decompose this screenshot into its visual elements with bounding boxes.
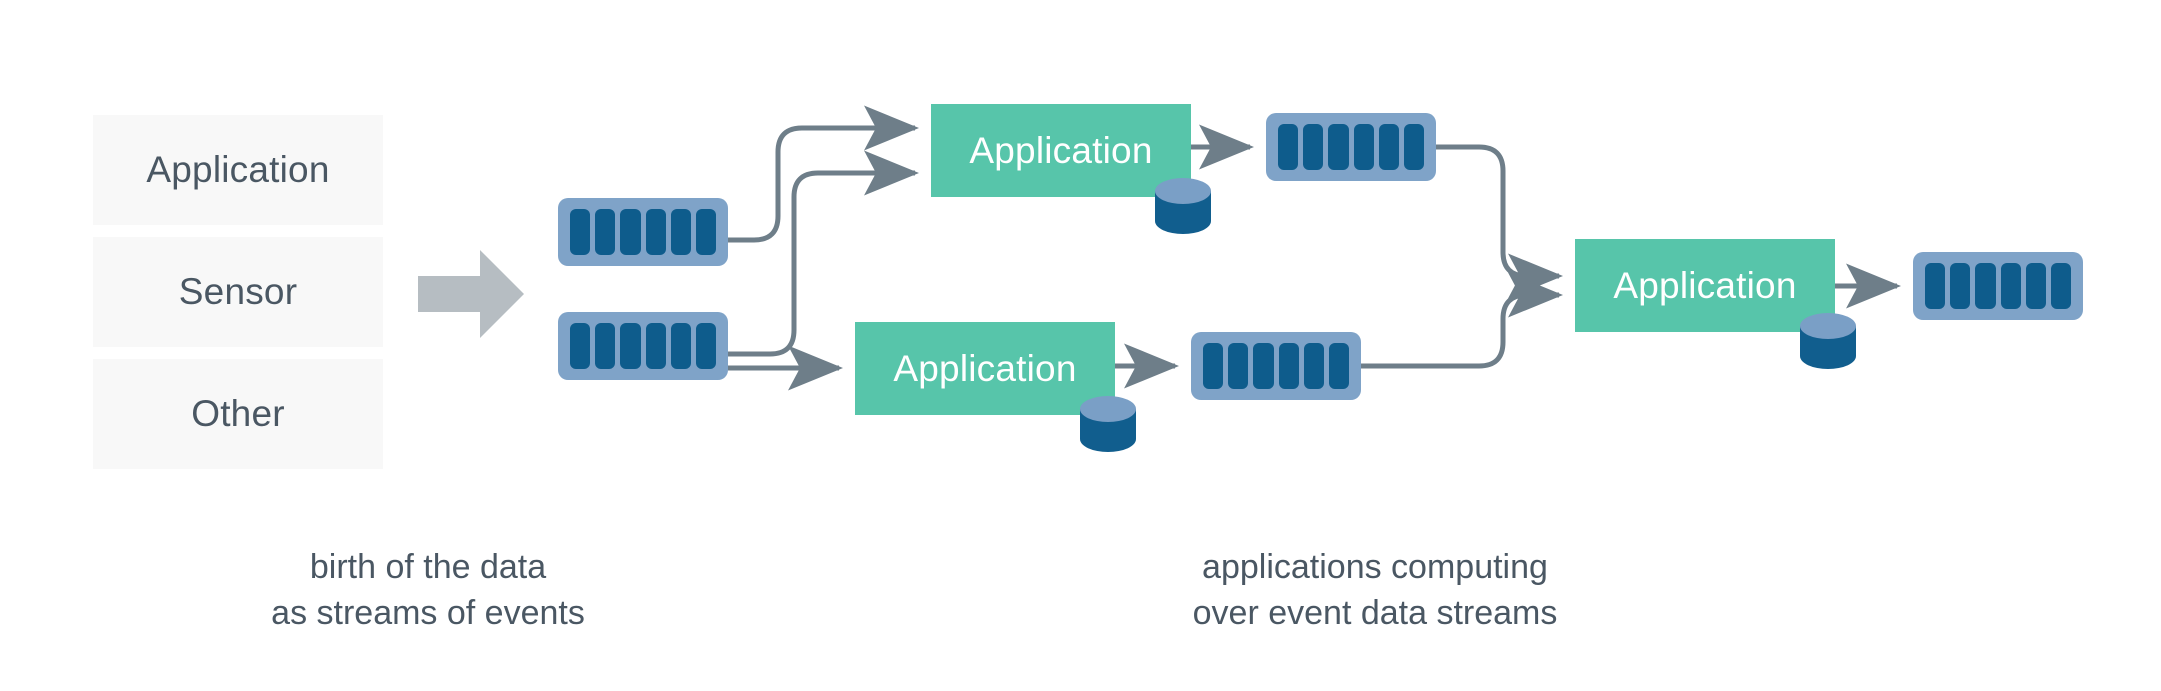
database-cylinder-icon-3 <box>1800 313 1856 369</box>
stream-block-5 <box>1913 252 2083 320</box>
stream-bar <box>645 209 666 255</box>
stream-block-3 <box>1266 113 1436 181</box>
caption-left-line1: birth of the data <box>309 548 547 586</box>
stream-bar <box>1303 343 1324 389</box>
stream-bar <box>595 209 616 255</box>
source-box-other: Other <box>93 359 383 469</box>
stream-bar <box>1975 263 1996 309</box>
database-cylinder-icon-2 <box>1080 396 1136 452</box>
stream-bar <box>2000 263 2021 309</box>
connector-stream3-to-app3 <box>1436 144 1564 299</box>
stream-bar <box>620 209 641 255</box>
stream-bar <box>1925 263 1946 309</box>
stream-bar <box>595 323 616 369</box>
stream-bar <box>1278 124 1299 170</box>
stream-bar <box>620 323 641 369</box>
stream-bar <box>695 209 717 255</box>
ingest-arrow-icon <box>418 250 524 338</box>
source-label: Application <box>146 149 330 190</box>
source-label: Sensor <box>178 271 298 312</box>
database-cylinder-icon-1 <box>1155 178 1211 234</box>
caption-right: applications computing over event data s… <box>1125 545 1625 637</box>
application-box-2: Application <box>855 322 1115 415</box>
stream-bar <box>695 323 717 369</box>
stream-block-2 <box>558 312 728 380</box>
stream-bar <box>570 323 591 369</box>
caption-left-line2: as streams of events <box>271 593 585 632</box>
caption-right-line1: applications computing <box>1202 548 1548 586</box>
stream-block-4 <box>1191 332 1361 400</box>
stream-bar <box>1950 263 1971 309</box>
stream-bar <box>2025 263 2046 309</box>
application-box-1: Application <box>931 104 1191 197</box>
application-label: Application <box>893 347 1077 389</box>
stream-bar <box>1328 124 1349 170</box>
stream-block-1 <box>558 198 728 266</box>
source-box-sensor: Sensor <box>93 237 383 347</box>
source-label: Other <box>191 393 285 434</box>
stream-bar <box>645 323 666 369</box>
caption-left: birth of the data as streams of events <box>178 545 678 637</box>
stream-bar <box>1203 343 1224 389</box>
stream-bar <box>1403 124 1425 170</box>
stream-bar <box>1278 343 1299 389</box>
stream-bar <box>1378 124 1399 170</box>
stream-bar <box>1228 343 1249 389</box>
application-box-3: Application <box>1575 239 1835 332</box>
caption-right-line2: over event data streams <box>1192 593 1558 632</box>
stream-bar <box>1303 124 1324 170</box>
stream-bar <box>670 323 691 369</box>
stream-bar <box>670 209 691 255</box>
stream-bar <box>1328 343 1350 389</box>
stream-bar <box>1253 343 1274 389</box>
source-box-application: Application <box>93 115 383 225</box>
stream-bar <box>570 209 591 255</box>
application-label: Application <box>969 129 1153 171</box>
application-label: Application <box>1613 264 1797 306</box>
connector-stream1-to-app1 <box>728 105 920 243</box>
connector-stream4-to-app3 <box>1361 272 1564 369</box>
stream-bar <box>2050 263 2072 309</box>
stream-bar <box>1353 124 1374 170</box>
